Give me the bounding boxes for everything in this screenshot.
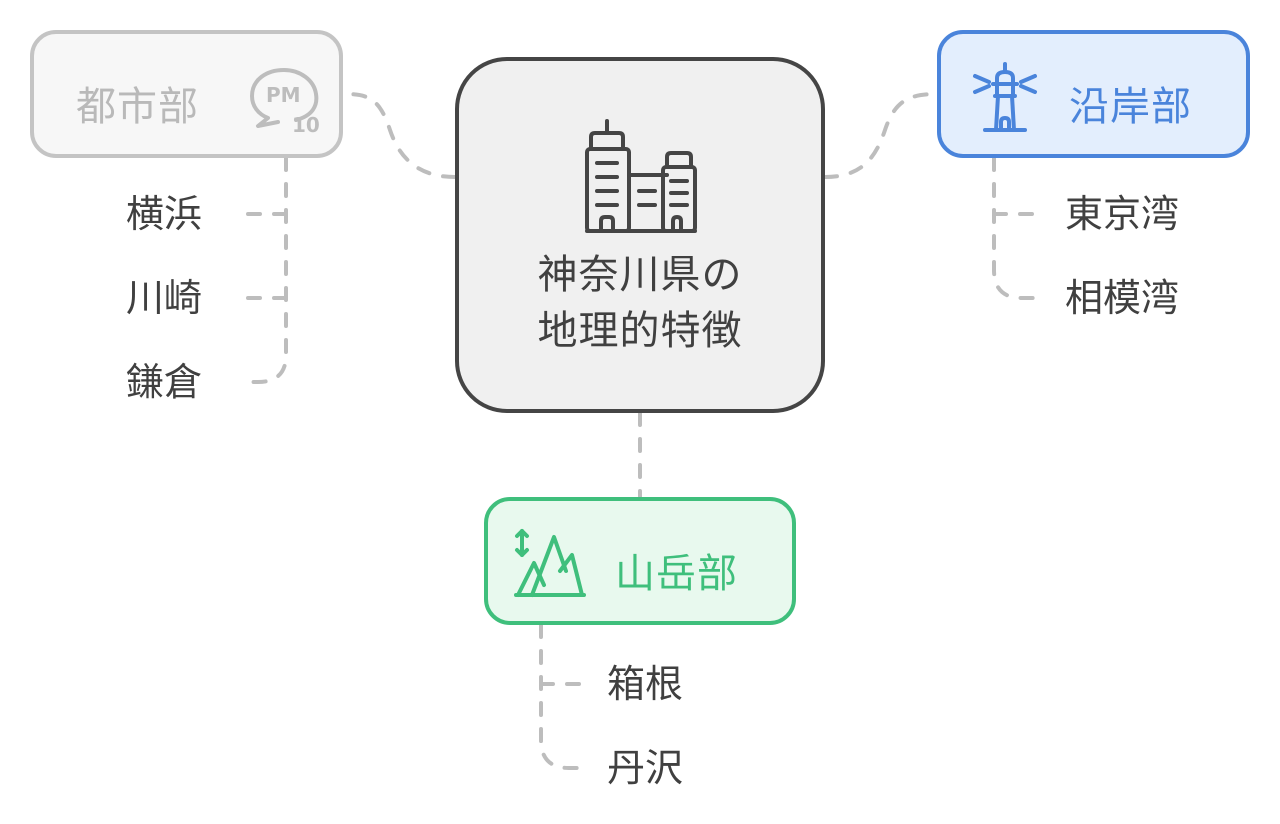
branch-node-mountain[interactable]: 山岳部 xyxy=(484,497,796,625)
connector-urban-trunk xyxy=(238,156,288,384)
branch-node-coast[interactable]: 沿岸部 xyxy=(937,30,1250,158)
leaf-sagami-bay[interactable]: 相模湾 xyxy=(1065,276,1180,320)
mountain-elevation-icon xyxy=(514,527,588,605)
svg-text:10: 10 xyxy=(292,113,320,136)
central-topic-node[interactable]: 神奈川県の 地理的特徴 xyxy=(455,57,825,413)
lighthouse-icon xyxy=(967,60,1043,140)
leaf-tokyo-bay[interactable]: 東京湾 xyxy=(1065,192,1180,236)
connector-mountain-trunk xyxy=(539,623,587,770)
branch-label-urban: 都市部 xyxy=(76,84,199,130)
branch-label-coast: 沿岸部 xyxy=(1069,84,1192,130)
leaf-kamakura[interactable]: 鎌倉 xyxy=(126,360,203,404)
branch-node-urban[interactable]: 都市部 PM 10 xyxy=(30,30,343,158)
pm10-air-quality-icon: PM 10 xyxy=(244,64,324,140)
svg-text:PM: PM xyxy=(266,83,301,107)
central-title-line1: 神奈川県の xyxy=(537,252,743,298)
leaf-kawasaki[interactable]: 川崎 xyxy=(126,276,203,320)
leaf-yokohama[interactable]: 横浜 xyxy=(126,192,203,236)
central-title-line2: 地理的特徴 xyxy=(537,308,743,354)
city-buildings-icon xyxy=(585,119,701,239)
connector-center-coast xyxy=(823,92,939,179)
leaf-hakone[interactable]: 箱根 xyxy=(607,662,684,706)
connector-center-urban xyxy=(343,92,457,179)
branch-label-mountain: 山岳部 xyxy=(615,551,738,597)
connector-coast-trunk xyxy=(992,156,1042,300)
leaf-tanzawa[interactable]: 丹沢 xyxy=(607,746,684,790)
